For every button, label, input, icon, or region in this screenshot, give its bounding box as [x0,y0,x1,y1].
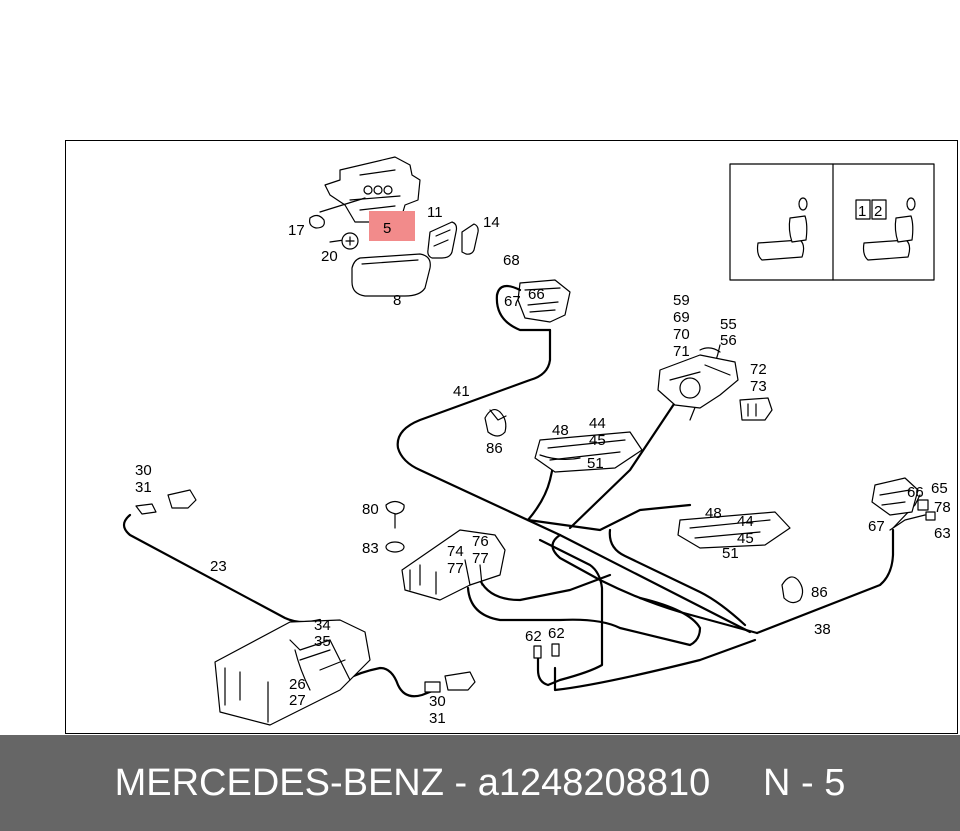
callout-35: 35 [314,633,331,650]
callout-86: 86 [811,584,828,601]
callout-55: 55 [720,316,737,333]
washer-83 [385,541,405,553]
callout-59: 59 [673,292,690,309]
callout-66: 66 [907,484,924,501]
callout-30: 30 [135,462,152,479]
callout-83: 83 [362,540,379,557]
callout-41: 41 [453,383,470,400]
callout-23: 23 [210,558,227,575]
connector-72-73 [739,397,773,421]
callout-20: 20 [321,248,338,265]
connector-block-lower [677,511,791,549]
callout-44: 44 [589,415,606,432]
callout-70: 70 [673,326,690,343]
footer-part-number: a1248208810 [477,761,711,804]
callout-80: 80 [362,501,379,518]
seat-motor-assembly [657,347,739,409]
highlight-box [369,211,415,241]
footer-bar: MERCEDES-BENZ - a1248208810 N - 5 [0,735,960,831]
footer-caption: MERCEDES-BENZ - a1248208810 N - 5 [115,762,846,805]
footer-brand: MERCEDES-BENZ [114,761,444,804]
callout-72: 72 [750,361,767,378]
seat-switch-housing [319,156,421,223]
seat-base-assembly [214,619,371,726]
seat-icon-right [862,197,916,261]
callout-51: 51 [587,455,604,472]
footer-separator: - [454,761,468,804]
seat-icon-left [756,197,808,261]
connector-62-a [533,645,542,659]
callout-14: 14 [483,214,500,231]
connector-66-67-68 [495,279,571,323]
callout-48: 48 [705,505,722,522]
callout-71: 71 [673,343,690,360]
wiring-diagram: 1 2 5 11 14 17 20 8 68 67 66 41 86 59 69… [122,156,951,727]
callout-48: 48 [552,422,569,439]
callout-73: 73 [750,378,767,395]
callout-17: 17 [288,222,305,239]
callout-44: 44 [737,513,754,530]
callout-38: 38 [814,621,831,638]
inset-label-1: 1 [858,203,866,220]
switch-panel-8 [351,253,431,297]
connector-30-31-lower [424,671,476,693]
callout-76: 76 [472,533,489,550]
control-unit [401,529,506,601]
callout-27: 27 [289,692,306,709]
callout-69: 69 [673,309,690,326]
callout-56: 56 [720,332,737,349]
connector-block-upper [534,431,643,473]
callout-11: 11 [427,204,443,221]
switch-cap-11 [427,221,458,259]
screw-20 [329,232,359,250]
callout-31: 31 [429,710,446,727]
callout-26: 26 [289,676,306,693]
callout-77: 77 [472,550,489,567]
callout-63: 63 [934,525,951,542]
footer-position: N - 5 [763,761,846,804]
connector-62-b [551,643,560,657]
inset-seat-key: 1 2 [729,163,935,281]
bolt-80 [385,500,405,529]
callout-8: 8 [393,292,401,309]
connector-30-31-left [135,489,197,515]
callout-68: 68 [503,252,520,269]
callout-62: 62 [525,628,542,645]
inset-label-2: 2 [874,203,882,220]
callout-66: 66 [528,286,545,303]
callout-65: 65 [931,480,948,497]
callout-74: 74 [447,543,464,560]
callout-77: 77 [447,560,464,577]
callout-62: 62 [548,625,565,642]
callout-34: 34 [314,617,331,634]
callout-5: 5 [383,220,391,237]
callout-51: 51 [722,545,739,562]
switch-cap-14 [461,223,479,255]
callout-30: 30 [429,693,446,710]
callout-86: 86 [486,440,503,457]
callout-45: 45 [737,530,754,547]
clip-17 [309,214,325,229]
callout-31: 31 [135,479,152,496]
callout-45: 45 [589,432,606,449]
callout-67: 67 [868,518,885,535]
callouts: 5 11 14 17 20 8 68 67 66 41 86 59 69 70 … [135,204,951,727]
sensor-86-upper [484,408,507,437]
connector-block-right [871,477,936,521]
callout-67: 67 [504,293,521,310]
sensor-86-lower [781,576,804,604]
callout-78: 78 [934,499,951,516]
